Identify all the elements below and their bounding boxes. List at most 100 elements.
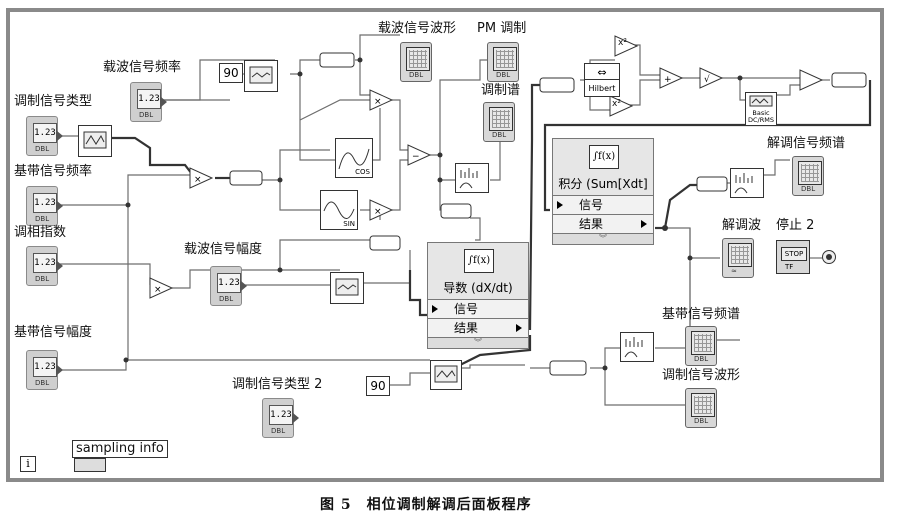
label-stop2: 停止 2	[776, 218, 815, 233]
spectrum-measure-1[interactable]	[455, 163, 489, 193]
svg-text:×: ×	[374, 97, 382, 107]
spectrum-icon	[459, 168, 478, 189]
svg-text:×: ×	[374, 207, 382, 217]
stop-button-2[interactable]: STOP TF	[776, 240, 810, 274]
loop-condition-icon	[822, 250, 836, 264]
label-baseband-freq: 基带信号频率	[14, 164, 93, 179]
expand-chevron-icon[interactable]: ︾	[428, 337, 528, 348]
derivative-title: 导数 (dX/dt)	[443, 281, 513, 295]
convert-node-5	[539, 77, 575, 93]
add-node	[659, 67, 684, 89]
multiply-node-1	[189, 167, 214, 189]
integral-title: 积分 (Sum[Xdt]	[558, 177, 648, 191]
label-carrier-freq: 载波信号频率	[103, 60, 182, 75]
dc-rms-icon	[749, 95, 773, 107]
label-baseband-spectrum: 基带信号频谱	[662, 307, 741, 322]
svg-text:×: ×	[154, 285, 162, 295]
indicator-carrier-wave: DBL	[400, 42, 432, 82]
convert-nodes	[229, 52, 867, 376]
formula-icon: ∫f(x)	[589, 145, 619, 169]
derivative-input[interactable]: 信号	[428, 299, 528, 318]
convert-node-3	[440, 203, 472, 219]
spectrum-measure-2[interactable]	[730, 168, 764, 198]
arithmetic-nodes	[149, 35, 824, 299]
label-mod-wave: 调制信号波形	[662, 368, 741, 383]
convert-node-6	[831, 72, 867, 88]
square-node-2	[609, 95, 634, 117]
convert-node-8	[549, 360, 587, 376]
express-derivative[interactable]: ∫f(x) 导数 (dX/dt) 信号 结果 ︾	[427, 242, 529, 349]
integral-output[interactable]: 结果	[553, 214, 653, 233]
sin-icon	[323, 201, 355, 219]
express-integral[interactable]: ∫f(x) 积分 (Sum[Xdt] 信号 结果 ︾	[552, 138, 654, 245]
label-sampling-info: sampling info	[72, 440, 168, 458]
basic-function-generator-3[interactable]	[330, 272, 364, 304]
svg-text:×: ×	[194, 175, 202, 185]
sin-function[interactable]: SIN	[320, 190, 358, 230]
svg-text:−: −	[412, 152, 420, 162]
square-label-2: x²	[612, 99, 621, 109]
constant-90-1[interactable]: 90	[219, 63, 243, 83]
multiply-node-3	[369, 89, 394, 111]
label-carrier-wave: 载波信号波形	[378, 21, 457, 36]
basic-dc-rms[interactable]: Basic DC/RMS	[745, 92, 777, 126]
label-pm-mod: PM 调制	[477, 21, 527, 36]
subtract-node	[407, 144, 432, 166]
formula-icon: ∫f(x)	[464, 249, 494, 273]
wires-heavy	[112, 80, 872, 366]
sqrt-node	[699, 67, 724, 89]
sampling-info-terminal[interactable]	[74, 458, 106, 472]
spectrum-icon	[624, 337, 643, 358]
spectrum-icon	[734, 173, 753, 194]
svg-text:√: √	[704, 74, 710, 85]
scale-node	[799, 69, 824, 91]
convert-node-2	[319, 52, 355, 68]
svg-text:+: +	[664, 75, 672, 85]
square-node-1	[614, 35, 639, 57]
convert-node-4	[369, 235, 401, 251]
label-phase-index: 调相指数	[14, 225, 67, 240]
diagram-frame	[6, 8, 884, 482]
label-carrier-amp: 载波信号幅度	[184, 242, 263, 257]
basic-function-generator-2[interactable]	[244, 60, 278, 92]
waveform-generator-icon	[335, 278, 359, 296]
convert-node-1	[229, 170, 263, 186]
label-mod-spectrum: 调制谱	[481, 83, 521, 98]
constant-90-2[interactable]: 90	[366, 376, 390, 396]
expand-chevron-icon[interactable]: ︾	[553, 233, 653, 244]
indicator-baseband-spectrum: DBL	[685, 326, 717, 366]
convert-node-7	[696, 176, 728, 192]
label-mod-type2: 调制信号类型 2	[232, 377, 323, 392]
node-symbols: × × × × − + √	[154, 74, 710, 295]
info-icon[interactable]: i	[20, 456, 36, 472]
hilbert-transform[interactable]: ⇔ Hilbert	[584, 63, 620, 97]
derivative-output[interactable]: 结果	[428, 318, 528, 337]
cos-icon	[338, 148, 370, 170]
waveform-generator-icon	[249, 66, 273, 84]
spectrum-measure-3[interactable]	[620, 332, 654, 362]
wires-thin	[60, 34, 830, 406]
figure-caption: 图 5 相位调制解调后面板程序	[320, 497, 532, 513]
basic-function-generator-4[interactable]	[430, 360, 462, 390]
waveform-generator-icon	[83, 131, 107, 149]
integral-input[interactable]: 信号	[553, 195, 653, 214]
label-demod-wave: 解调波	[722, 218, 762, 233]
multiply-node-2	[149, 277, 174, 299]
indicator-demod-wave: ≈	[722, 238, 754, 278]
basic-function-generator-1[interactable]	[78, 125, 112, 157]
swap-arrows-icon: ⇔	[585, 66, 619, 80]
label-demod-spectrum: 解调信号频谱	[767, 136, 846, 151]
cos-function[interactable]: COS	[335, 138, 373, 178]
multiply-node-4	[369, 199, 394, 221]
waveform-generator-icon	[434, 365, 458, 383]
square-label-1: x²	[618, 38, 627, 48]
indicator-mod-spectrum: DBL	[483, 102, 515, 142]
